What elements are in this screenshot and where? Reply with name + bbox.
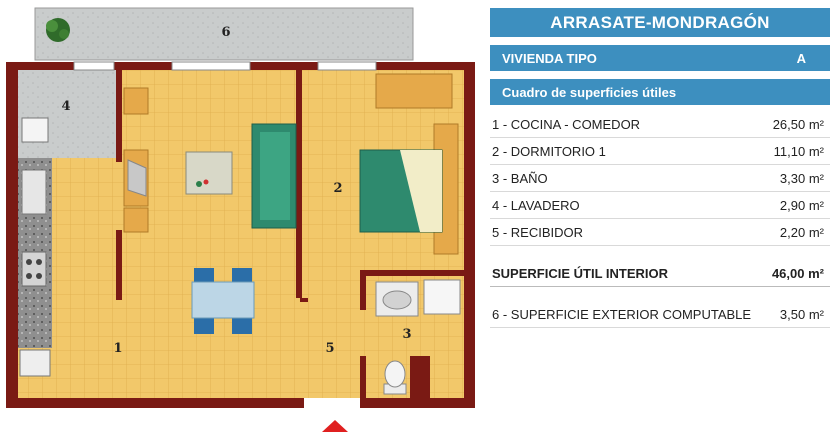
coffee-table — [185, 151, 233, 195]
surface-row: 4 - LAVADERO 2,90 m² — [490, 192, 830, 219]
exterior-surface-label: 6 - SUPERFICIE EXTERIOR COMPUTABLE — [492, 306, 752, 322]
room-label: 1 - COCINA - COMEDOR — [492, 116, 641, 132]
room-area-value: 26,50 m² — [772, 116, 824, 132]
dining-table — [191, 268, 255, 334]
room-area-value: 3,30 m² — [779, 170, 824, 186]
room-area-value: 11,10 m² — [773, 143, 824, 159]
room-label: 3 - BAÑO — [492, 170, 548, 186]
sofa — [251, 123, 297, 229]
exterior-surface-value: 3,50 m² — [779, 306, 824, 322]
laundry-area — [18, 70, 116, 158]
wardrobe — [375, 73, 453, 109]
room-number-label: 5 — [325, 341, 334, 356]
room-label: 4 - LAVADERO — [492, 197, 580, 213]
entrance-marker — [322, 420, 348, 432]
room-number-label: 6 — [221, 25, 230, 40]
room-number-label: 3 — [402, 327, 411, 342]
room-number-label: 4 — [61, 99, 70, 114]
dwelling-type-value: A — [796, 50, 806, 66]
total-surface-row: SUPERFICIE ÚTIL INTERIOR 46,00 m² — [490, 260, 830, 287]
room-area-value: 2,90 m² — [779, 197, 824, 213]
dwelling-type-label: VIVIENDA TIPO — [502, 50, 597, 66]
surface-row: 1 - COCINA - COMEDOR 26,50 m² — [490, 111, 830, 138]
room-area-value: 2,20 m² — [779, 224, 824, 240]
terrace-area — [34, 7, 414, 61]
toilet-icon — [383, 360, 407, 395]
town-title: ARRASATE-MONDRAGÓN — [490, 8, 830, 37]
room-label: 2 - DORMITORIO 1 — [492, 143, 606, 159]
surface-table-title: Cuadro de superficies útiles — [490, 79, 830, 105]
total-surface-label: SUPERFICIE ÚTIL INTERIOR — [492, 265, 668, 281]
floor-plan: 1 2 3 4 5 6 — [6, 7, 475, 432]
surface-panel: ARRASATE-MONDRAGÓN VIVIENDA TIPO A Cuadr… — [490, 8, 830, 328]
stove-icon — [21, 251, 47, 287]
room-label: 5 - RECIBIDOR — [492, 224, 584, 240]
sink-icon — [21, 169, 47, 215]
exterior-surface-row: 6 - SUPERFICIE EXTERIOR COMPUTABLE 3,50 … — [490, 301, 830, 328]
shower-tray — [423, 279, 461, 315]
room-number-label: 2 — [333, 181, 342, 196]
surface-table: 1 - COCINA - COMEDOR 26,50 m² 2 - DORMITOR… — [490, 111, 830, 246]
plant-icon — [46, 18, 70, 42]
surface-row: 5 - RECIBIDOR 2,20 m² — [490, 219, 830, 246]
surface-row: 3 - BAÑO 3,30 m² — [490, 165, 830, 192]
tv-unit — [123, 87, 149, 115]
room-number-label: 1 — [113, 341, 122, 356]
surface-row: 2 - DORMITORIO 1 11,10 m² — [490, 138, 830, 165]
double-bed — [359, 149, 443, 233]
total-surface-value: 46,00 m² — [771, 265, 824, 281]
dwelling-type-bar: VIVIENDA TIPO A — [490, 45, 830, 71]
